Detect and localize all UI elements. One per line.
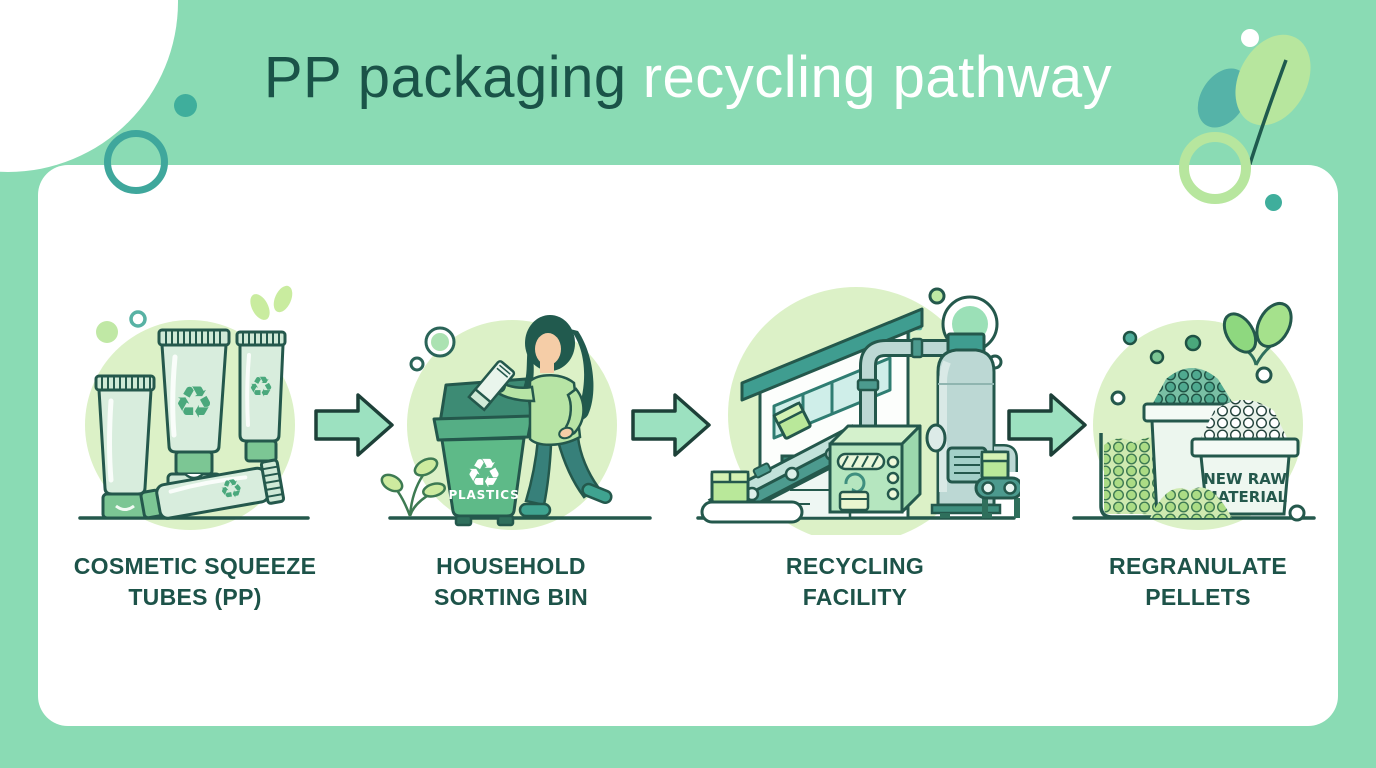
tube-being-dropped — [467, 360, 516, 412]
squeeze-tube: ♻ — [139, 458, 286, 520]
label-chip — [752, 462, 772, 479]
step1-caption: COSMETIC SQUEEZE TUBES (PP) — [73, 553, 317, 610]
arrow-right-icon — [1007, 393, 1087, 457]
title-dark-part: PP packaging — [263, 45, 627, 110]
leaf-icon — [250, 285, 293, 320]
step2-illustration-sorting-bin: ♻ PLASTICS — [380, 315, 652, 530]
dot-decoration — [928, 287, 946, 305]
ring-decoration — [409, 356, 425, 372]
processing-machine — [828, 424, 922, 514]
step4-caption: REGRANULATE PELLETS — [1109, 553, 1287, 610]
dot-decoration — [1184, 334, 1202, 352]
leaf-icon — [1222, 302, 1293, 366]
step1-illustration-squeeze-tubes: ♻ ♻ ♻ — [78, 285, 310, 530]
ring-decoration — [129, 310, 147, 328]
dot-decoration — [1255, 366, 1273, 384]
cardboard-box — [980, 450, 1010, 480]
leaf-icon — [1197, 29, 1311, 170]
dot-decoration — [96, 321, 118, 343]
squeeze-tube — [94, 374, 156, 520]
new-raw-material-container: NEW RAW MATERIAL — [1190, 400, 1300, 516]
cardboard-box — [710, 470, 750, 504]
dot-decoration — [1265, 194, 1282, 211]
dot-decoration — [431, 333, 449, 351]
silo-tank — [925, 332, 1002, 518]
dot-decoration — [1149, 349, 1165, 365]
ring-decoration — [104, 130, 168, 194]
recycle-arrow-icon — [844, 472, 866, 494]
dot-decoration — [1288, 504, 1306, 522]
arrow-right-icon — [314, 393, 394, 457]
dot-decoration — [1122, 330, 1138, 346]
ring-decoration — [1179, 132, 1251, 204]
person — [492, 315, 613, 518]
pellet-box-label-line1: NEW RAW — [1203, 470, 1287, 488]
pellet-box-label-line2: MATERIAL — [1203, 488, 1288, 506]
step3-caption: RECYCLING FACILITY — [785, 553, 925, 610]
dot-decoration — [1110, 390, 1126, 406]
recycle-icon: ♻ — [174, 378, 213, 429]
recycle-icon: ♻ — [466, 451, 502, 497]
cardboard-box — [772, 401, 812, 440]
conveyor-ramp — [700, 401, 871, 524]
squeeze-tube: ♻ — [235, 330, 287, 463]
output-conveyor — [974, 444, 1020, 518]
recycle-icon: ♻ — [248, 371, 273, 404]
step4-illustration-regranulate-pellets: NEW RAW MATERIAL — [1072, 302, 1316, 530]
step3-illustration-recycling-facility — [696, 287, 1020, 535]
step2-caption: HOUSEHOLD SORTING BIN — [433, 553, 589, 610]
pellet-pile — [1150, 487, 1232, 518]
bin-label: PLASTICS — [448, 488, 519, 502]
title-light-part: recycling pathway — [642, 45, 1113, 110]
arrow-right-icon — [631, 393, 711, 457]
plant-decoration — [380, 457, 446, 517]
recycle-icon: ♻ — [217, 473, 245, 507]
dot-decoration — [174, 94, 197, 117]
